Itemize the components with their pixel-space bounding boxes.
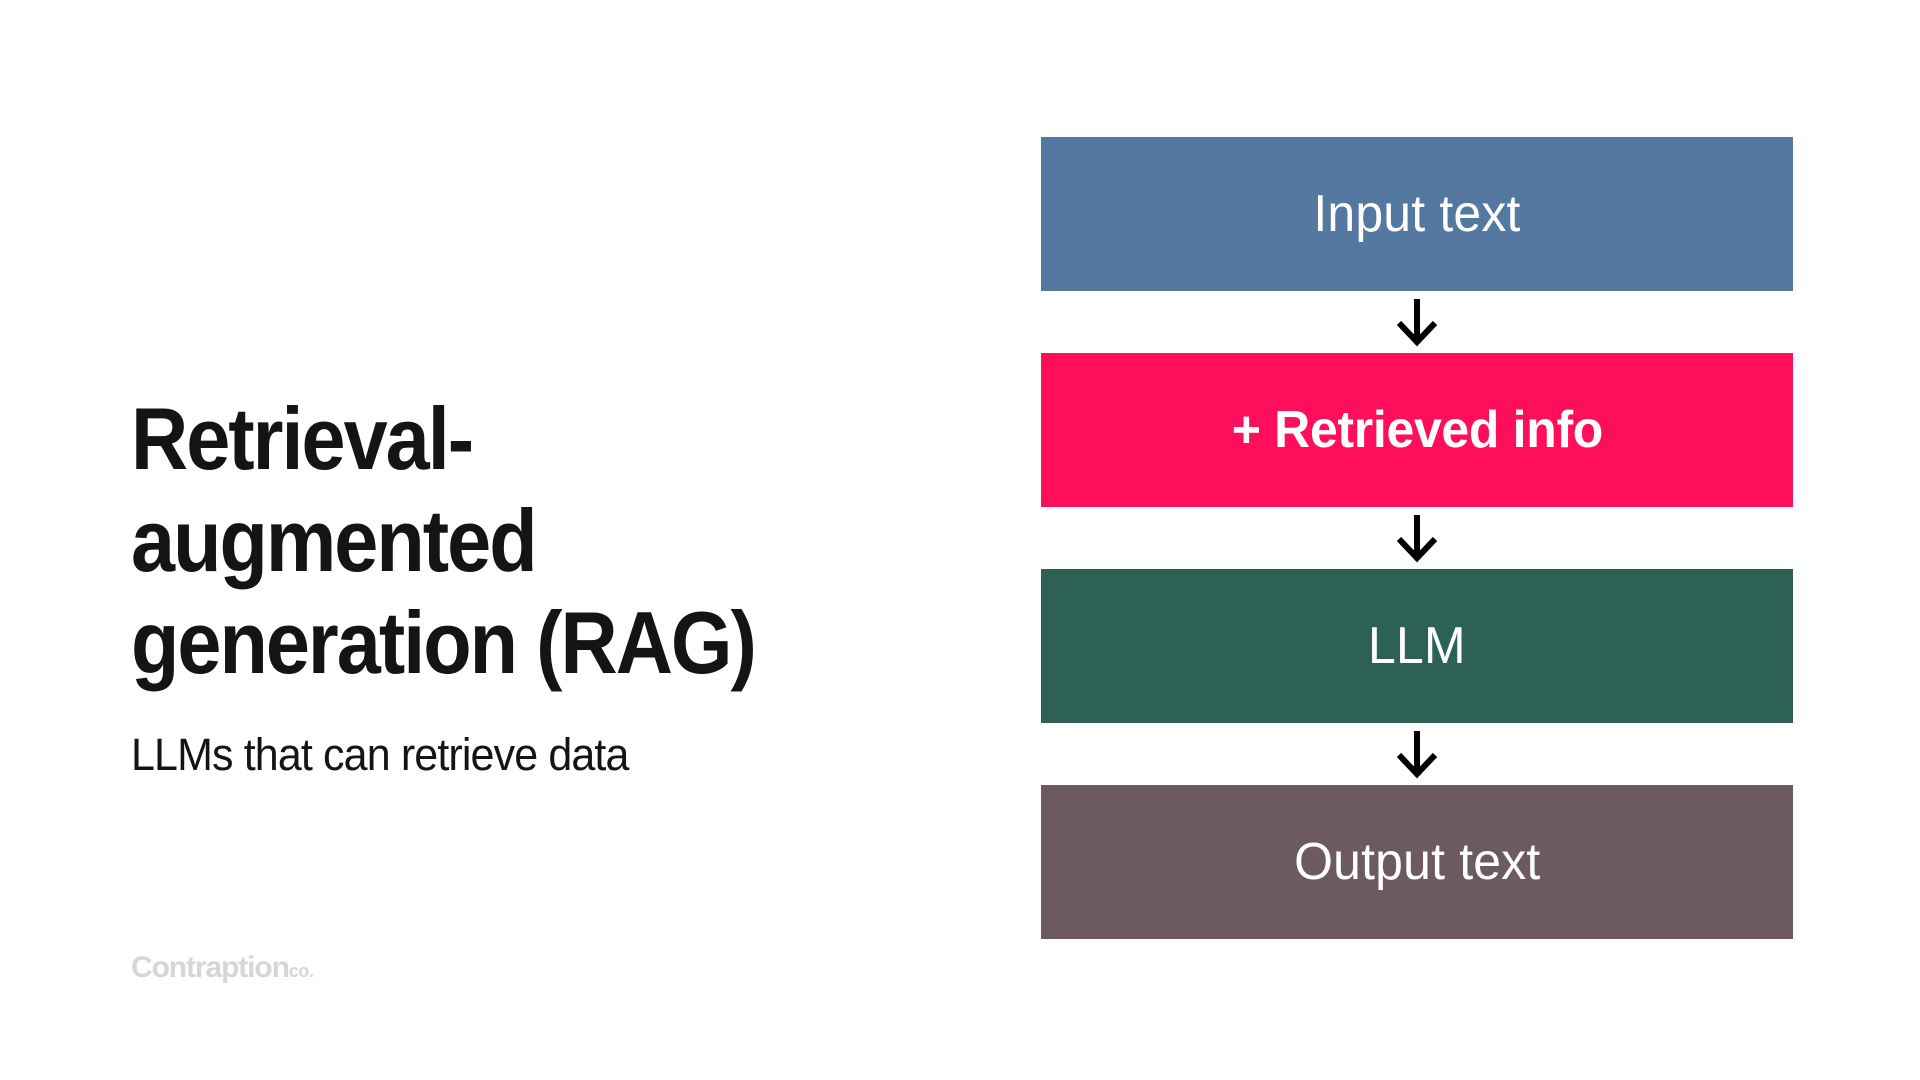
title-block: Retrieval-augmented generation (RAG) LLM… xyxy=(131,388,851,782)
flow-step-llm: LLM xyxy=(1041,569,1793,723)
flow-step-input-text: Input text xyxy=(1041,137,1793,291)
page-subtitle: LLMs that can retrieve data xyxy=(131,729,629,781)
flow-arrow-2 xyxy=(1041,507,1793,569)
down-arrow-icon xyxy=(1389,513,1445,563)
flow-arrow-1 xyxy=(1041,291,1793,353)
brand-logo-name: Contraption xyxy=(131,951,290,984)
brand-logo-suffix: co. xyxy=(288,961,314,981)
down-arrow-icon xyxy=(1389,729,1445,779)
flow-arrow-3 xyxy=(1041,723,1793,785)
flow-step-label: LLM xyxy=(1368,617,1466,675)
page-title: Retrieval-augmented generation (RAG) xyxy=(131,389,757,693)
flow-diagram: Input text + Retrieved info LLM xyxy=(1041,137,1793,939)
flow-step-label: + Retrieved info xyxy=(1231,401,1603,459)
flow-step-label: Output text xyxy=(1293,833,1541,891)
flow-step-retrieved-info: + Retrieved info xyxy=(1041,353,1793,507)
flow-step-output-text: Output text xyxy=(1041,785,1793,939)
brand-logo: Contraption co. xyxy=(131,951,314,984)
flow-step-label: Input text xyxy=(1313,185,1521,243)
down-arrow-icon xyxy=(1389,297,1445,347)
